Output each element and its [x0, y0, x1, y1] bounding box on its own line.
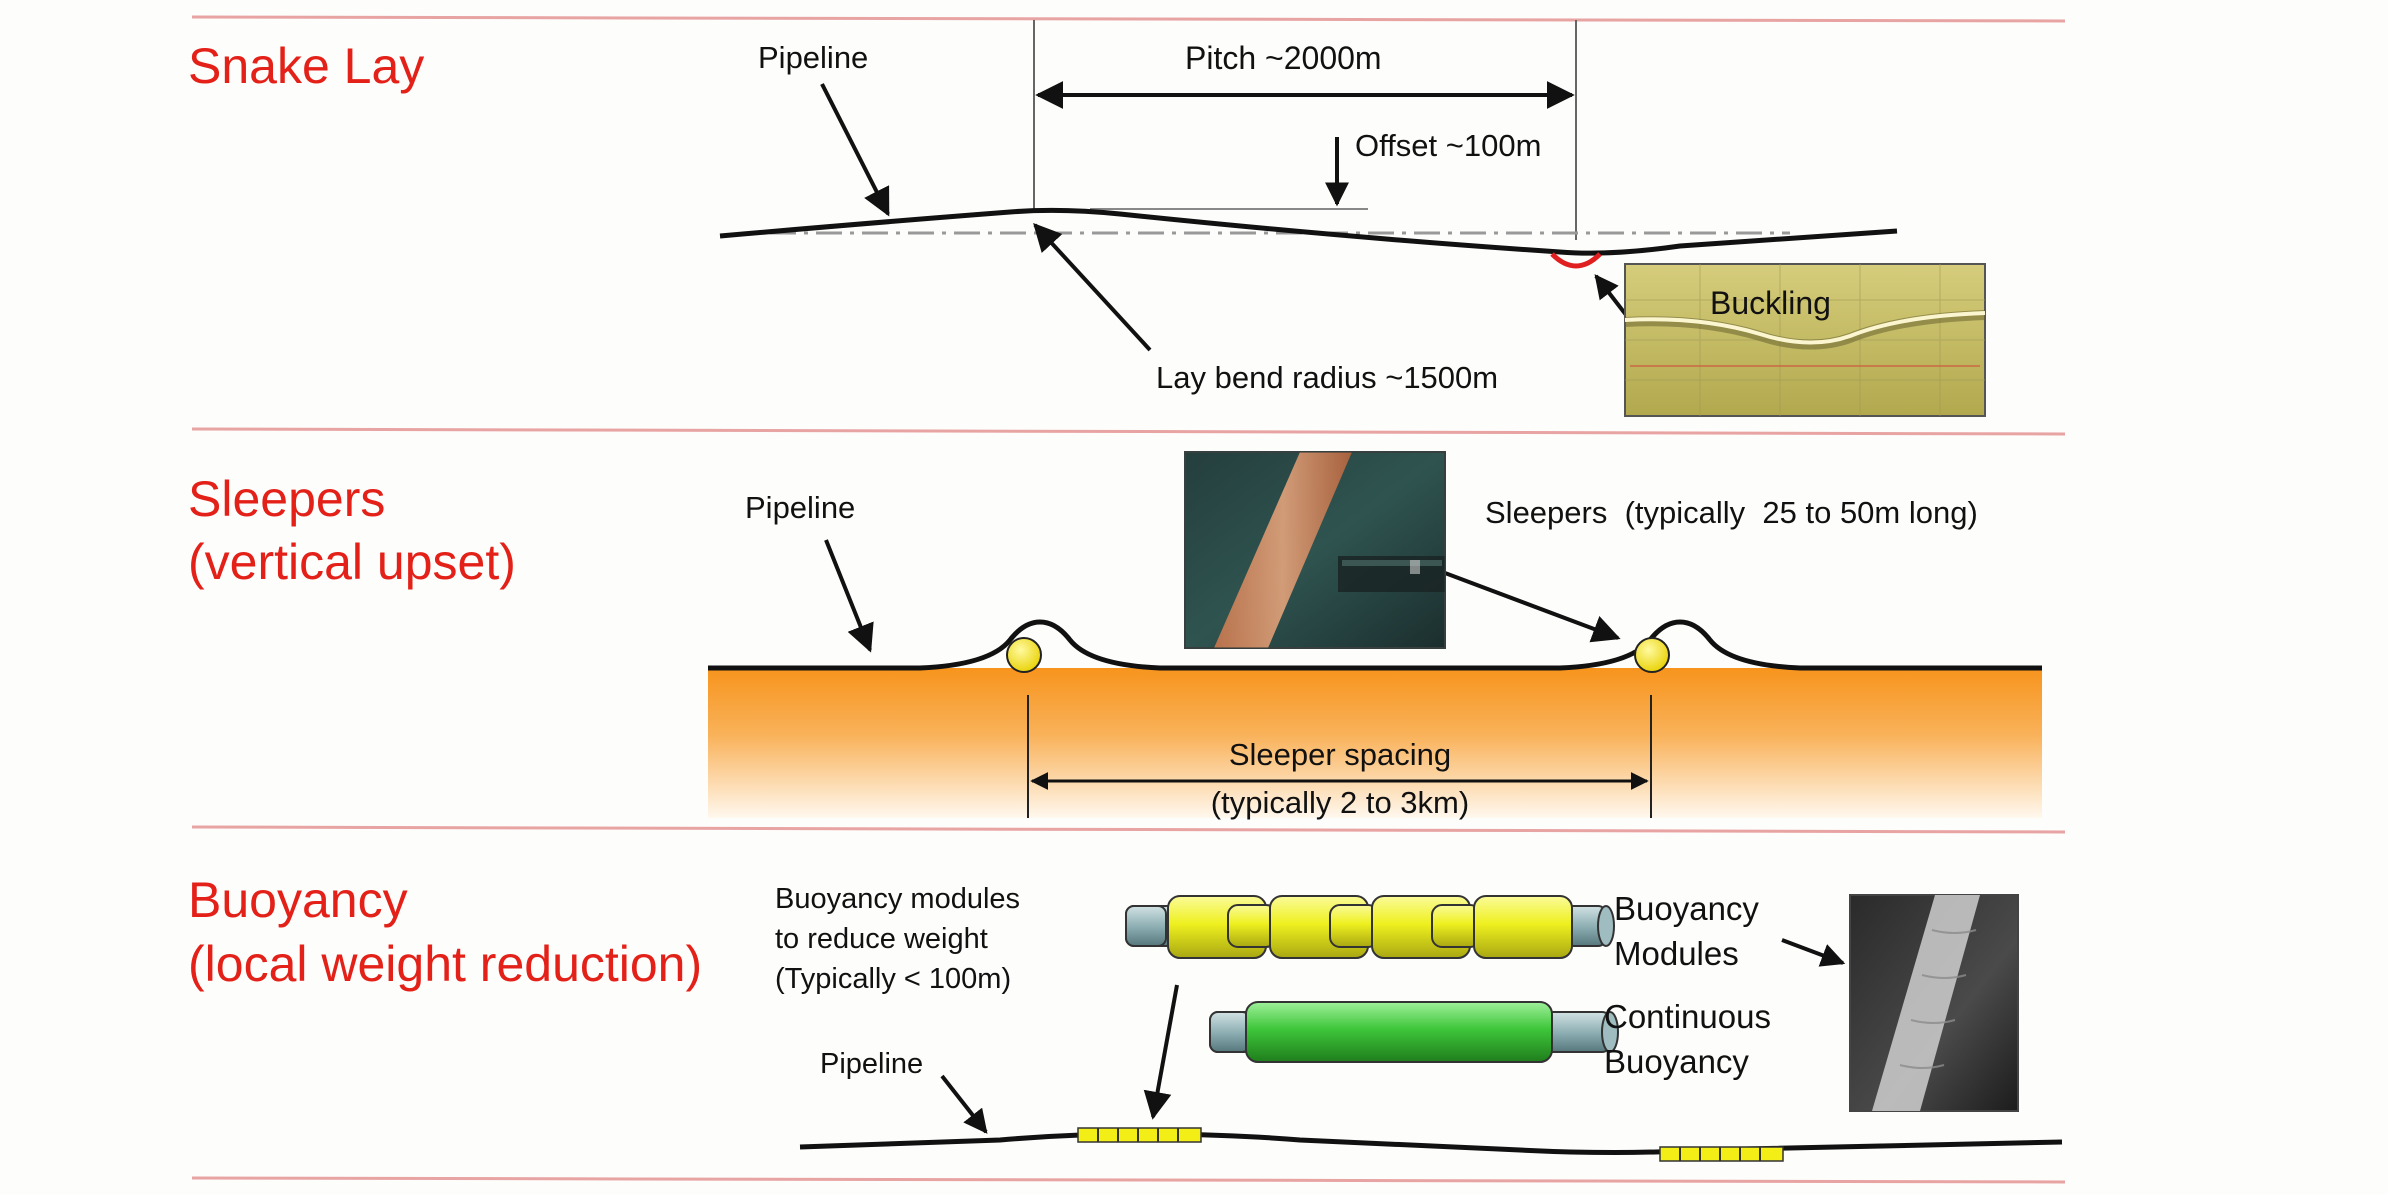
- snake-lay-pipeline: [719, 207, 1898, 256]
- buckling-label: Buckling: [1710, 285, 1831, 321]
- modules-pointer-arrow: [1143, 984, 1179, 1120]
- continuous-buoyancy-label-line1: Continuous: [1604, 998, 1771, 1035]
- buoyancy-subtitle: (local weight reduction): [188, 936, 703, 992]
- sleeper-right: [1634, 637, 1670, 673]
- buoyancy-drawing: [799, 894, 2063, 1162]
- modules-note-line2: to reduce weight: [775, 923, 988, 955]
- buoyancy-pipeline-label: Pipeline: [820, 1048, 924, 1080]
- sleepers-pipeline-pointer-arrow: [824, 539, 874, 653]
- sleepers-drawing: [708, 451, 2042, 818]
- buoyancy-pipeline: [799, 1131, 2063, 1155]
- buoyancy-modules-label-line2: Modules: [1614, 935, 1739, 972]
- lay-bend-pointer-arrow: [1033, 222, 1152, 352]
- sleeper-left: [1006, 637, 1042, 673]
- divider-1: [191, 427, 2066, 436]
- sleepers-pointer-arrow: [1444, 571, 1621, 643]
- modules-note-line1: Buoyancy modules: [775, 883, 1021, 915]
- buckling-photo: [1624, 263, 1986, 417]
- buoyancy-modules-label-line1: Buoyancy: [1614, 890, 1759, 927]
- divider-top: [191, 15, 2066, 23]
- pipeline-pointer-arrow: [820, 83, 890, 217]
- divider-2: [191, 825, 2066, 834]
- pitch-label: Pitch ~2000m: [1185, 40, 1382, 76]
- sleepers-title: Sleepers: [188, 471, 386, 527]
- continuous-buoyancy-assembly: [1209, 1001, 1619, 1063]
- snake-lay-pipeline-label: Pipeline: [758, 40, 869, 75]
- offset-label: Offset ~100m: [1355, 128, 1542, 163]
- sleeper-photo: [1184, 451, 1446, 649]
- section-dividers: [191, 15, 2066, 1184]
- continuous-buoyancy-label-line2: Buoyancy: [1604, 1043, 1749, 1080]
- snake-lay-drawing: [719, 20, 1986, 417]
- modules-note-line3: (Typically < 100m): [775, 963, 1012, 995]
- pipeline-module-segment-right: [1659, 1146, 1784, 1162]
- sleeper-spacing-range-label: (typically 2 to 3km): [1210, 785, 1470, 820]
- sleepers-length-label: Sleepers (typically 25 to 50m long): [1485, 495, 1978, 530]
- seabed: [708, 668, 2042, 818]
- sleepers-subtitle: (vertical upset): [188, 534, 516, 590]
- buoyancy-title: Buoyancy: [188, 872, 408, 928]
- buoyancy-pipeline-pointer-arrow: [940, 1074, 988, 1134]
- snake-lay-title: Snake Lay: [188, 38, 425, 94]
- sleepers-pipeline-label: Pipeline: [745, 490, 856, 525]
- buoyancy-modules-assembly: [1125, 895, 1615, 959]
- sleepers-pipeline: [708, 619, 2042, 671]
- sleeper-spacing-label: Sleeper spacing: [1228, 737, 1452, 772]
- lay-bend-label: Lay bend radius ~1500m: [1156, 360, 1499, 395]
- pipeline-module-segment-left: [1077, 1127, 1202, 1143]
- buckle-mark: [1550, 252, 1602, 269]
- buoyancy-photo-pointer-arrow: [1781, 938, 1846, 967]
- divider-bottom: [191, 1176, 2066, 1184]
- buoyancy-photo: [1849, 894, 2019, 1112]
